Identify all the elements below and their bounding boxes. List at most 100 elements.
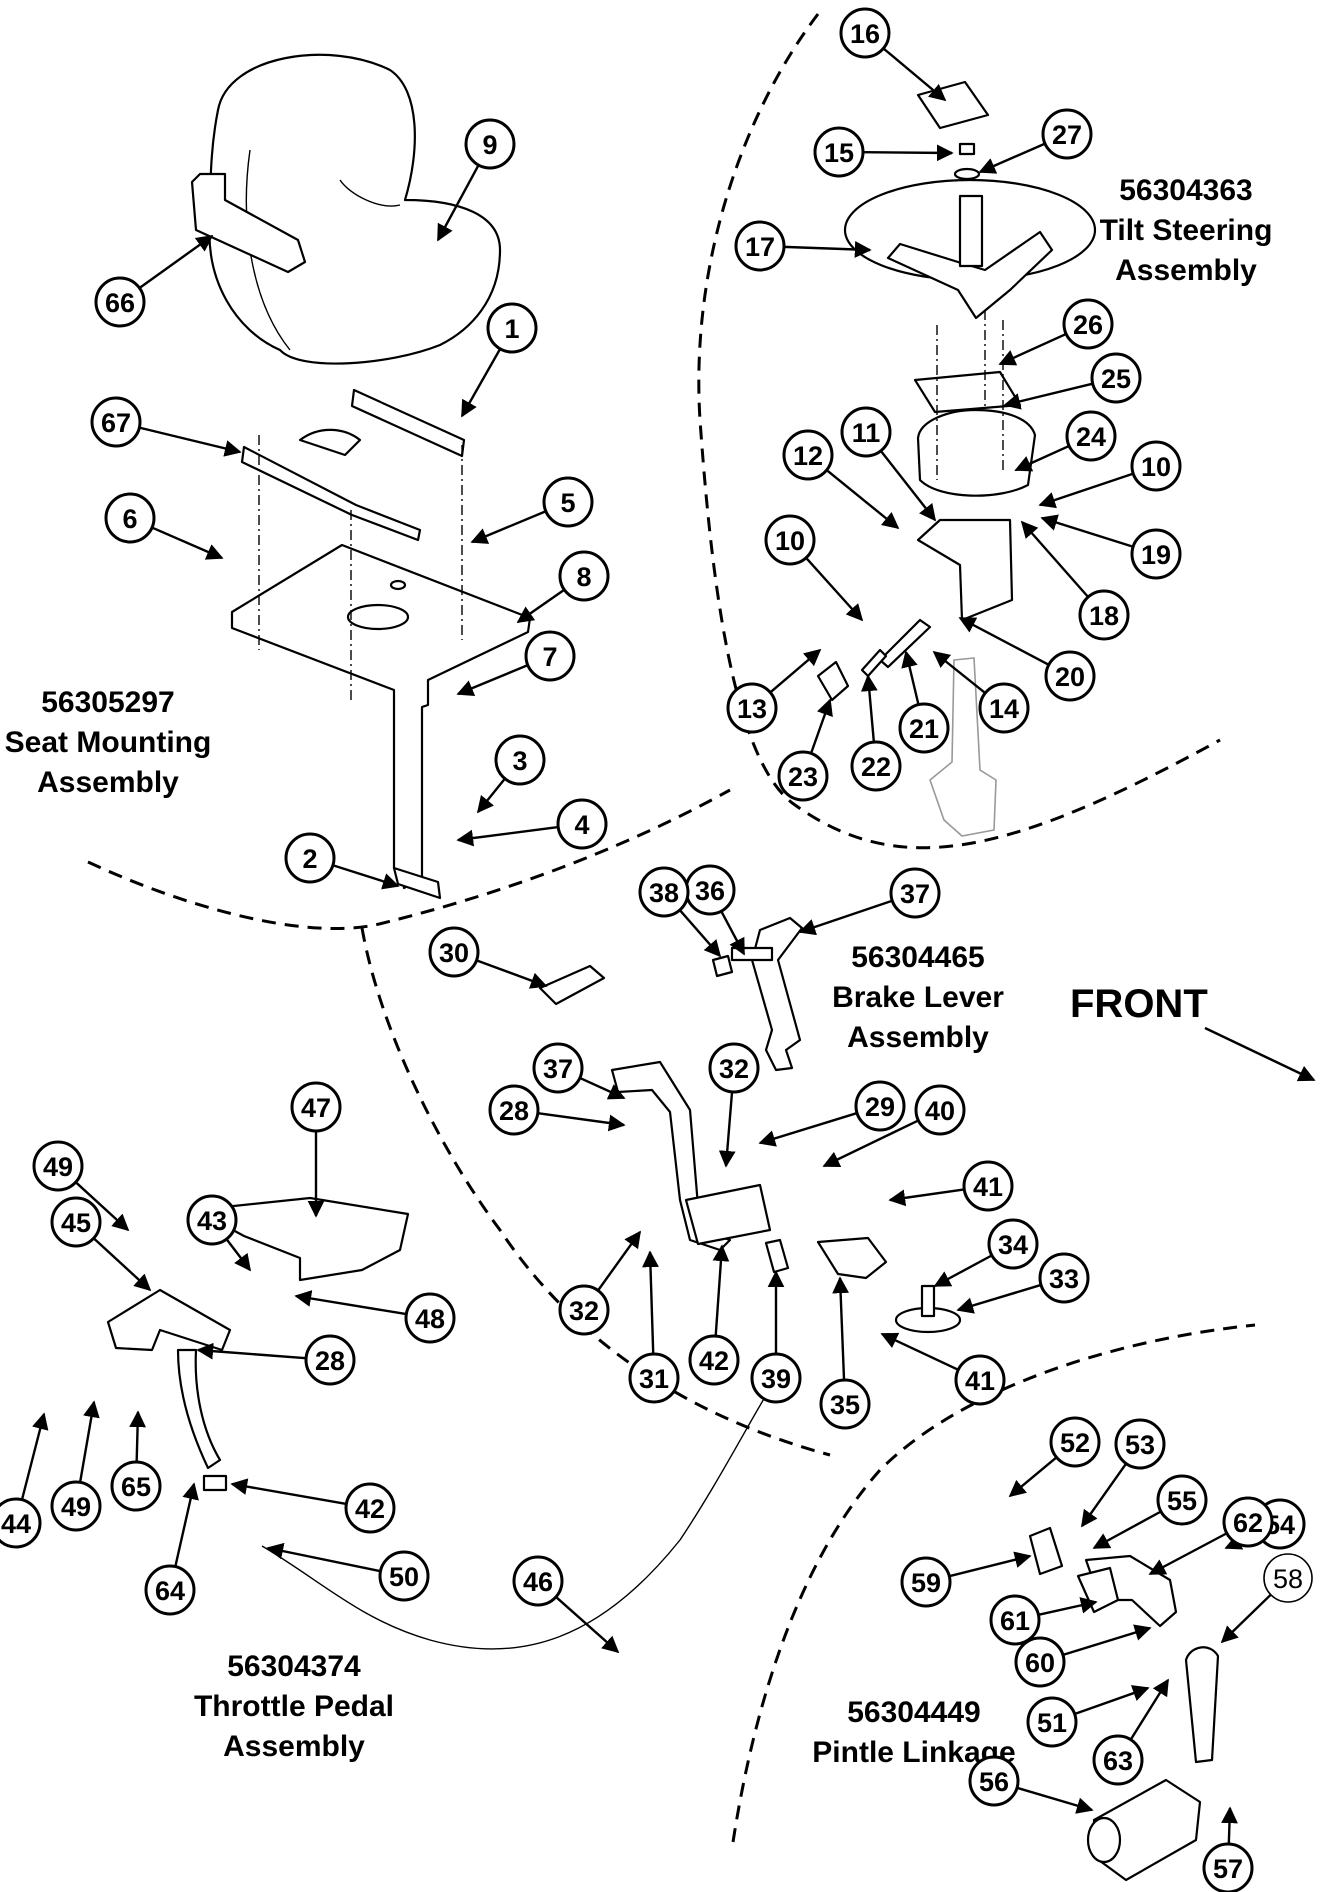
callout-number: 47 (301, 1093, 331, 1123)
horn-cap-shape (916, 80, 990, 130)
assembly-number: 56305297 (41, 686, 174, 719)
callout-leader (579, 1076, 626, 1100)
callout-49: 49 (32, 1140, 130, 1232)
callout-53: 53 (1081, 1418, 1166, 1528)
callout-leader (225, 1238, 252, 1272)
callout-number: 37 (543, 1054, 573, 1084)
callout-15: 15 (813, 126, 954, 178)
callout-number: 5 (560, 488, 575, 518)
callout-leader (78, 1400, 100, 1483)
callout-67: 67 (90, 396, 242, 457)
callout-leader (769, 648, 822, 694)
assembly-number: 56304465 (851, 941, 984, 974)
plate-hole-small (389, 579, 407, 591)
callout-number: 62 (1233, 1508, 1263, 1538)
callout-leader (948, 1551, 1032, 1578)
callout-18: 18 (1020, 520, 1130, 641)
callout-41: 41 (888, 1160, 1014, 1212)
callout-number: 38 (649, 878, 679, 908)
callout-number: 57 (1213, 1854, 1243, 1884)
assembly-label-throttle: 56304374 Throttle Pedal Assembly (194, 1650, 394, 1763)
callout-circle (1014, 1636, 1066, 1688)
callout-10: 10 (1038, 440, 1182, 509)
callout-leader (678, 909, 722, 958)
callout-circle (726, 682, 778, 734)
callout-number: 36 (695, 876, 725, 906)
callout-circle (1156, 1474, 1208, 1526)
callout-circle (558, 1284, 610, 1336)
callout-leader (537, 1112, 626, 1132)
assembly-label-brake: 56304465 Brake Lever Assembly (832, 941, 1004, 1054)
callout-leader (456, 825, 559, 847)
callout-number: 45 (61, 1208, 91, 1238)
callout-circle (854, 1080, 906, 1132)
callout-number: 7 (542, 642, 557, 672)
callout-circle (734, 220, 786, 272)
callout-circle (764, 514, 816, 566)
callout-59: 59 (900, 1551, 1032, 1608)
assembly-label-steering: 56304363 Tilt Steering Assembly (1100, 174, 1273, 287)
callout-28: 28 (196, 1334, 356, 1386)
callout-leader (958, 616, 1050, 666)
callout-leader (151, 526, 224, 560)
callout-39: 39 (750, 1270, 802, 1404)
callout-circle (777, 750, 829, 802)
callout-number: 14 (989, 694, 1019, 724)
parking-brake-lever-shape (750, 916, 804, 1072)
callout-leader (825, 469, 900, 530)
steering-gasket-shape (913, 370, 1022, 414)
callout-leader (956, 1283, 1042, 1314)
callout-20: 20 (958, 616, 1096, 702)
callout-52: 52 (1008, 1416, 1101, 1498)
callout-circle (104, 492, 156, 544)
callout-44: 44 (0, 1412, 49, 1549)
callout-circle (840, 406, 892, 458)
callout-number: 8 (576, 562, 591, 592)
callout-number: 51 (1037, 1708, 1067, 1738)
plate-hole (346, 603, 410, 631)
callout-36: 36 (684, 864, 746, 956)
callout-leader (470, 510, 547, 544)
callout-number: 3 (512, 746, 527, 776)
callout-number: 17 (745, 232, 775, 262)
callout-number: 55 (1167, 1486, 1197, 1516)
callout-circle (1092, 1734, 1144, 1786)
callout-number: 52 (1060, 1428, 1090, 1458)
callout-circle (1202, 1842, 1254, 1892)
assembly-name-line2: Assembly (223, 1730, 365, 1763)
callout-circle (1263, 1553, 1313, 1603)
callout-number: 13 (737, 694, 767, 724)
callout-circle (284, 832, 336, 884)
brake-parts (538, 916, 962, 1334)
callout-circle (1041, 108, 1093, 160)
callout-12: 12 (782, 429, 900, 530)
callout-leader (174, 1482, 199, 1567)
pintle-parts (1028, 1526, 1220, 1882)
throttle-bracket-shape (106, 1288, 232, 1352)
callout-number: 16 (850, 19, 880, 49)
callout-43: 43 (186, 1194, 252, 1272)
callout-number: 64 (155, 1576, 185, 1606)
callout-45: 45 (50, 1196, 152, 1292)
brake-return-spring-shape (764, 1238, 790, 1274)
callout-number: 42 (699, 1346, 729, 1376)
callout-leader (1148, 1532, 1228, 1576)
assembly-name-line1: Seat Mounting (5, 726, 212, 759)
callout-circle (144, 1564, 196, 1616)
callout-circle (512, 1555, 564, 1607)
callout-13: 13 (726, 648, 822, 734)
callout-leader (20, 1412, 49, 1501)
callout-29: 29 (758, 1080, 906, 1147)
callout-number: 22 (861, 752, 891, 782)
callout-number: 63 (1103, 1746, 1133, 1776)
callout-leader (932, 650, 987, 694)
callout-circle (839, 7, 891, 59)
callout-circle (987, 1218, 1039, 1270)
callout-number: 37 (900, 879, 930, 909)
assembly-name-line2: Assembly (847, 1021, 989, 1054)
tilt-housing-shape (916, 518, 1014, 622)
callout-circle (524, 630, 576, 682)
brake-boundary (360, 927, 831, 1457)
callout-48: 48 (294, 1290, 456, 1344)
callout-47: 47 (290, 1081, 342, 1218)
